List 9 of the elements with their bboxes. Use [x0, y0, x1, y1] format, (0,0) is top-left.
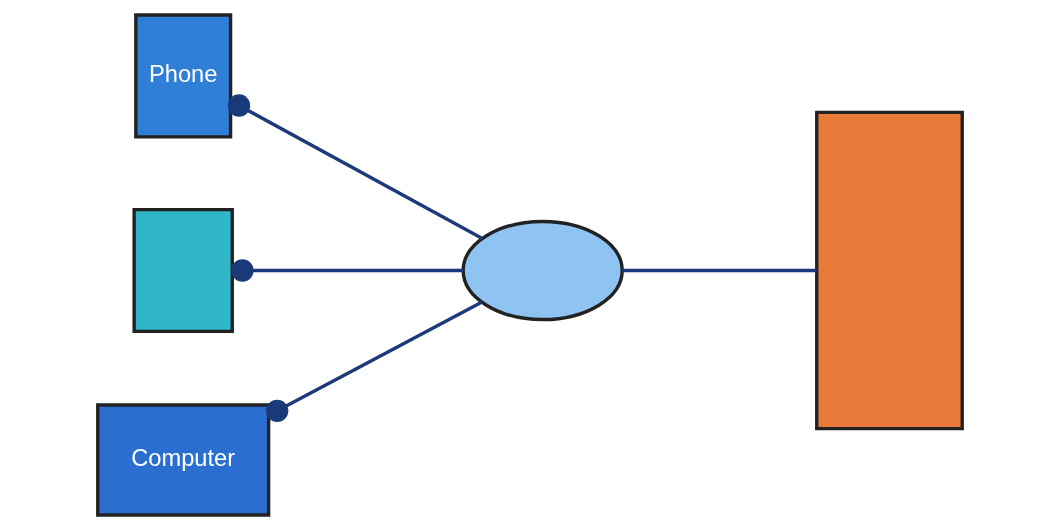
node-cloud	[461, 219, 624, 322]
node-box	[132, 207, 234, 334]
connector	[231, 259, 464, 282]
node-box: Phone	[134, 13, 233, 139]
node-box: Computer	[96, 403, 271, 517]
node-box	[815, 110, 964, 431]
connector	[266, 300, 483, 422]
connector	[622, 268, 817, 273]
connector	[227, 94, 484, 240]
